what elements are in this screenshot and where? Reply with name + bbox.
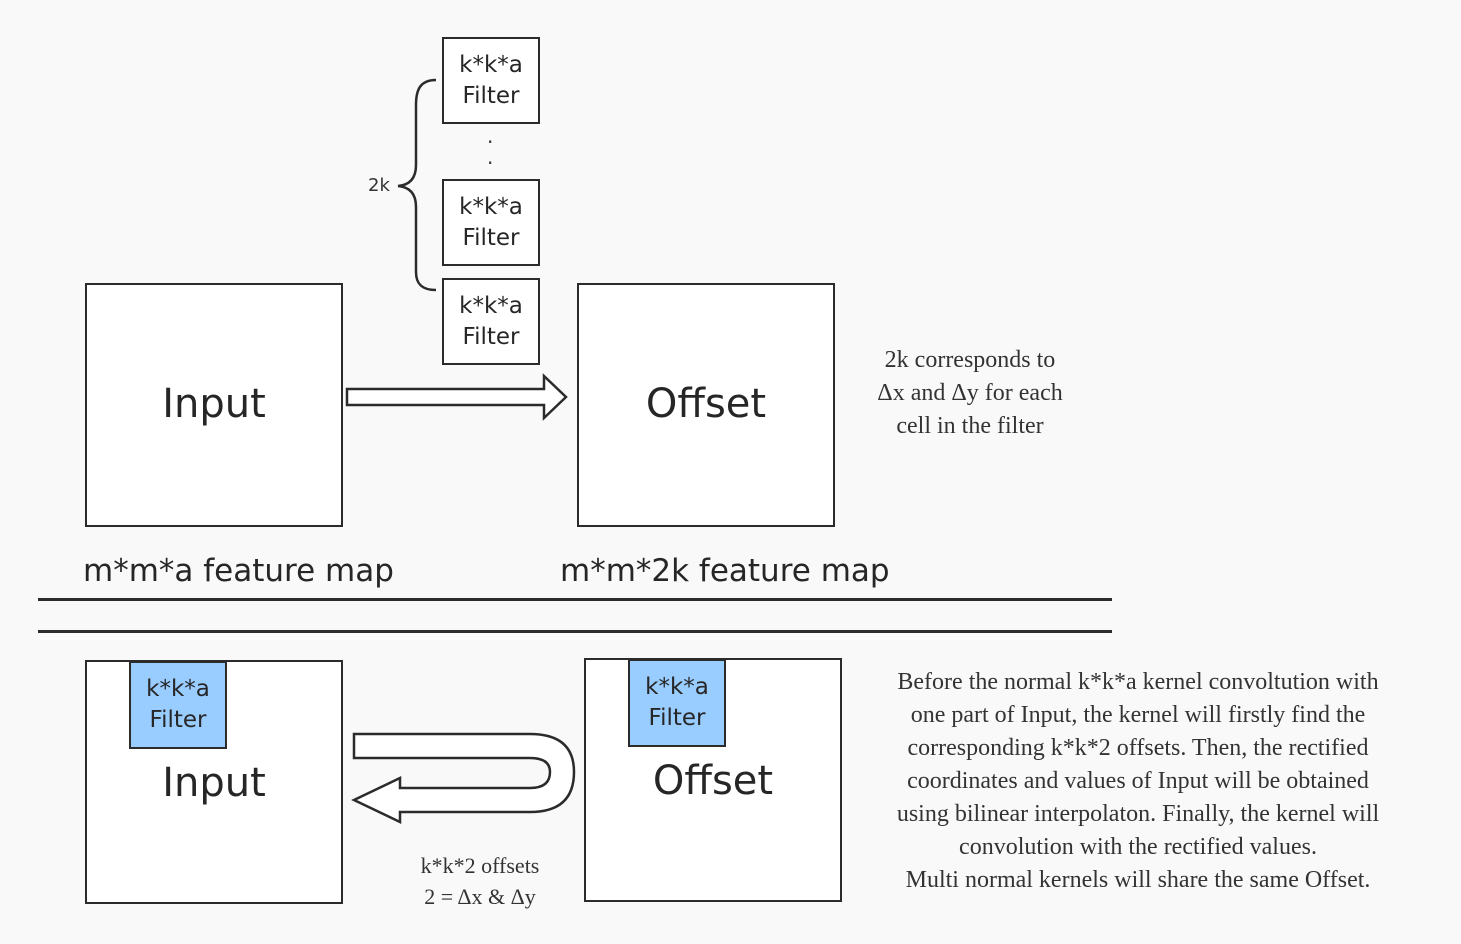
note-line: Δx and Δy for each bbox=[877, 380, 1063, 406]
description-line: using bilinear interpolaton. Finally, th… bbox=[896, 801, 1380, 827]
bottom-description: Before the normal k*k*a kernel convoltut… bbox=[850, 666, 1426, 897]
description-line: Before the normal k*k*a kernel convoltut… bbox=[897, 669, 1379, 695]
filter-name-text: Filter bbox=[462, 224, 520, 251]
bottom-offset-label: Offset bbox=[652, 758, 774, 804]
top-offset-box: Offset bbox=[577, 283, 835, 527]
filter-size-text: k*k*a bbox=[146, 676, 210, 702]
description-line: Multi normal kernels will share the same… bbox=[905, 867, 1371, 893]
arrow-note-line: k*k*2 offsets bbox=[420, 853, 540, 878]
top-offset-label: Offset bbox=[645, 381, 767, 427]
top-filter-3: k*k*a Filter bbox=[442, 278, 540, 365]
filter-name-text: Filter bbox=[149, 707, 207, 733]
top-input-caption: m*m*a feature map bbox=[83, 553, 394, 589]
note-line: 2k corresponds to bbox=[884, 347, 1056, 373]
arrow-note: k*k*2 offsets 2 = Δx & Δy bbox=[390, 850, 570, 912]
description-line: coordinates and values of Input will be … bbox=[907, 768, 1369, 794]
filter-name-text: Filter bbox=[462, 82, 520, 109]
filter-name-text: Filter bbox=[462, 323, 520, 350]
filter-size-text: k*k*a bbox=[459, 292, 523, 319]
filter-name-text: Filter bbox=[648, 705, 706, 731]
description-line: one part of Input, the kernel will first… bbox=[910, 702, 1366, 728]
top-filter-2: k*k*a Filter bbox=[442, 179, 540, 266]
section-divider-top bbox=[38, 598, 1112, 601]
top-input-box: Input bbox=[85, 283, 343, 527]
filter-size-text: k*k*a bbox=[459, 193, 523, 220]
brace-label: 2k bbox=[368, 175, 390, 196]
bottom-input-label: Input bbox=[162, 760, 266, 806]
bottom-offset-filter: k*k*a Filter bbox=[628, 659, 726, 747]
filter-size-text: k*k*a bbox=[645, 674, 709, 700]
section-divider-bottom bbox=[38, 630, 1112, 633]
arrow-note-line: 2 = Δx & Δy bbox=[424, 884, 536, 909]
description-line: convolution with the rectified values. bbox=[959, 834, 1317, 860]
ellipsis-dot: . bbox=[487, 145, 494, 169]
u-turn-arrow-icon bbox=[351, 732, 576, 824]
top-note: 2k corresponds to Δx and Δy for each cel… bbox=[850, 344, 1090, 443]
bottom-input-filter: k*k*a Filter bbox=[129, 661, 227, 749]
description-line: corresponding k*k*2 offsets. Then, the r… bbox=[907, 735, 1369, 761]
curly-brace-icon bbox=[397, 78, 437, 292]
top-filter-1: k*k*a Filter bbox=[442, 37, 540, 124]
right-arrow-icon bbox=[345, 373, 568, 421]
top-input-label: Input bbox=[162, 381, 266, 427]
ellipsis-dot: . bbox=[487, 124, 494, 148]
filter-size-text: k*k*a bbox=[459, 51, 523, 78]
note-line: cell in the filter bbox=[896, 413, 1044, 439]
top-offset-caption: m*m*2k feature map bbox=[560, 553, 890, 589]
